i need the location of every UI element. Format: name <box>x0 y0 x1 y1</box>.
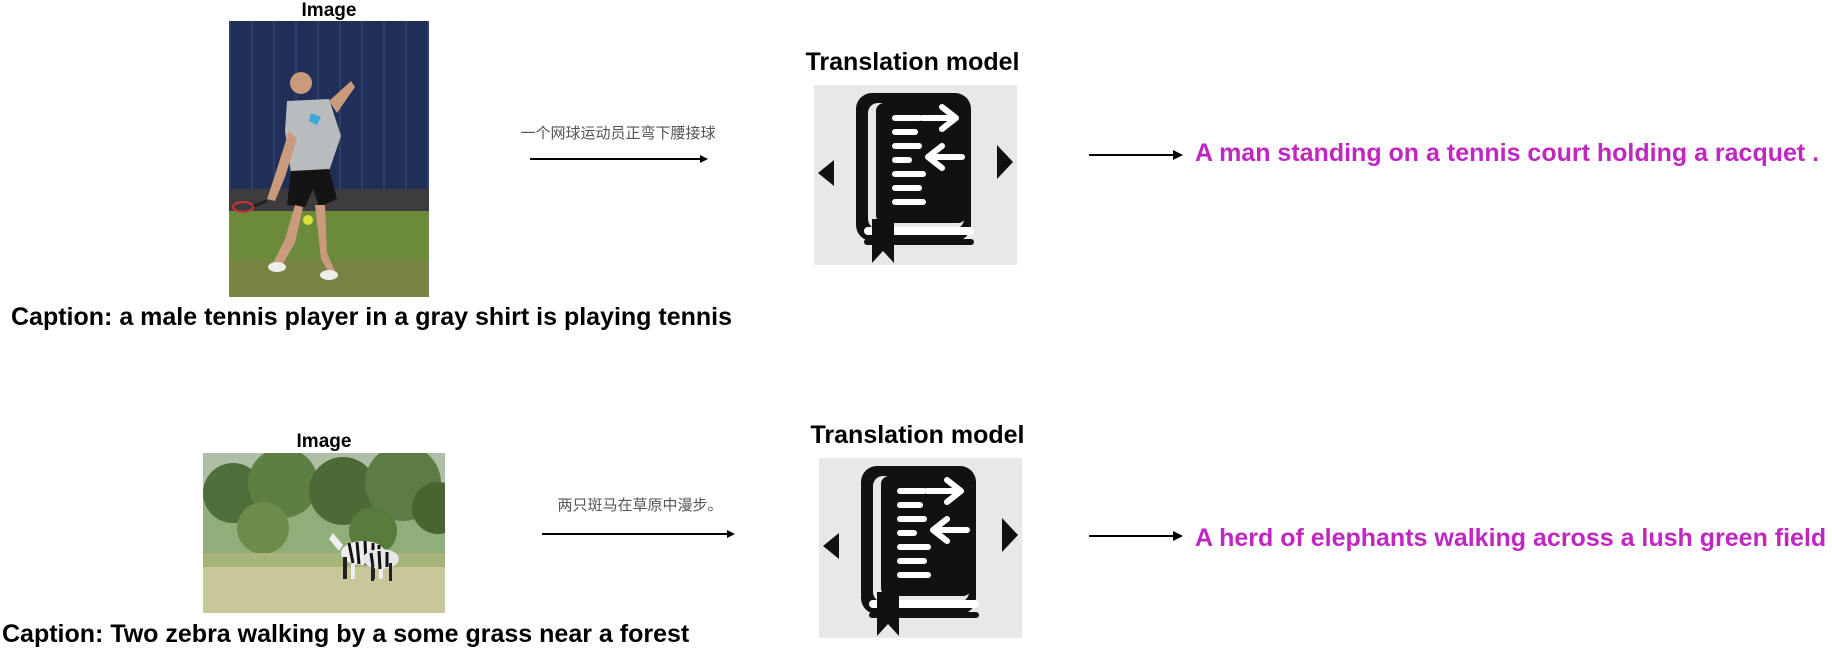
translation-model-box-1 <box>814 85 1017 265</box>
translation-model-box-2 <box>819 458 1022 638</box>
image-title-2: Image <box>296 431 352 452</box>
caption-1: Caption: a male tennis player in a gray … <box>11 303 733 331</box>
model-title-2: Translation model <box>810 421 1025 449</box>
chinese-input-1: 一个网球运动员正弯下腰接球 <box>520 124 716 142</box>
image-title-1: Image <box>301 0 357 21</box>
arrow-output-1 <box>1089 150 1183 160</box>
caption-2: Caption: Two zebra walking by a some gra… <box>2 620 690 648</box>
translation-book-icon <box>823 466 1018 636</box>
model-title-1: Translation model <box>805 48 1020 76</box>
output-text-2: A herd of elephants walking across a lus… <box>1195 524 1832 552</box>
arrow-output-2 <box>1089 531 1183 541</box>
output-text-1: A man standing on a tennis court holding… <box>1195 139 1820 167</box>
tennis-photo <box>229 21 429 297</box>
arrow-input-1 <box>530 155 708 163</box>
chinese-input-2: 两只斑马在草原中漫步。 <box>557 496 723 514</box>
arrow-input-2 <box>542 530 735 538</box>
translation-book-icon <box>818 93 1013 263</box>
zebra-photo <box>203 453 445 613</box>
zebra-shapes <box>329 533 399 581</box>
